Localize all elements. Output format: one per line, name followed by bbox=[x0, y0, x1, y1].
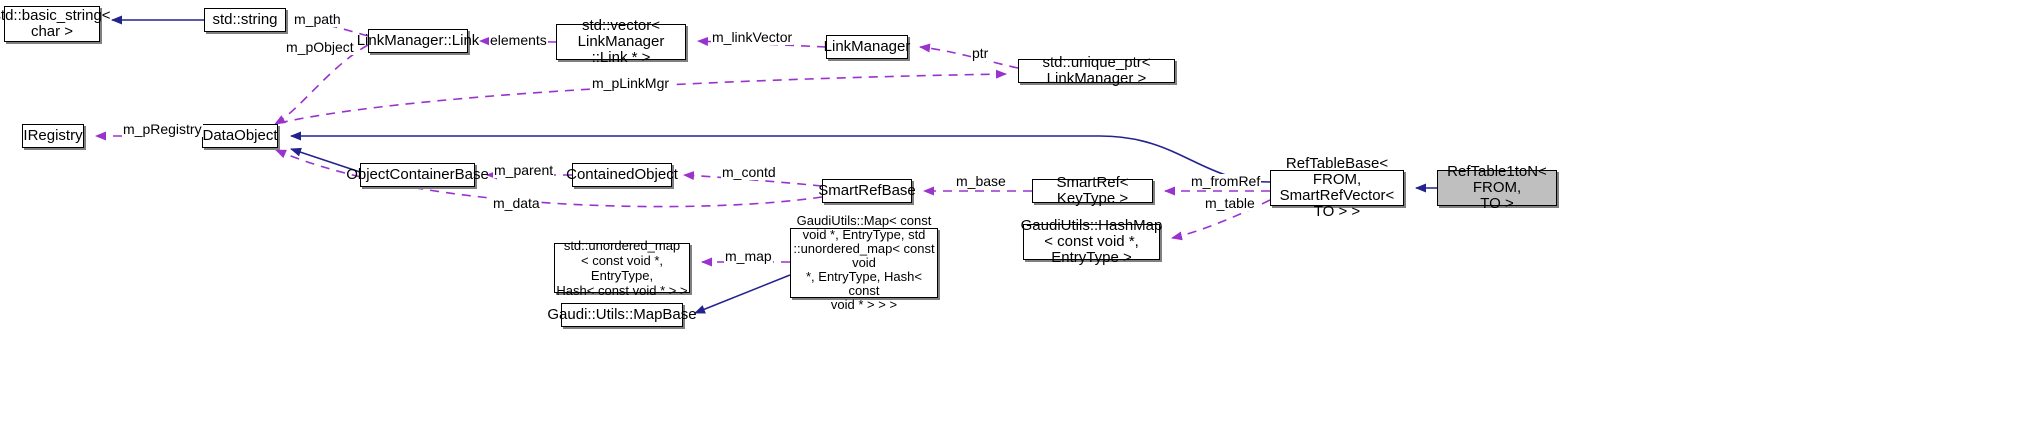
edge-label-m-plinkmgr: m_pLinkMgr bbox=[591, 75, 671, 91]
edge-link-m-pobject-dataobject bbox=[274, 44, 369, 125]
node-std-vector-linkmanager-link[interactable]: std::vector< LinkManager ::Link * > bbox=[556, 18, 686, 66]
node-containedobject[interactable]: ContainedObject bbox=[566, 163, 678, 187]
edge-label-m-pregistry: m_pRegistry bbox=[122, 121, 203, 137]
edge-uniqueptr-ptr-linkmanager bbox=[919, 43, 1019, 69]
node-objectcontainerbase[interactable]: ObjectContainerBase bbox=[346, 163, 489, 187]
edge-label-m-linkvector: m_linkVector bbox=[711, 29, 794, 45]
edge-gaudimap-to-mapbase bbox=[694, 274, 791, 314]
node-reftablebase[interactable]: RefTableBase< FROM, SmartRefVector< TO >… bbox=[1270, 156, 1404, 220]
node-smartref-keytype[interactable]: SmartRef< KeyType > bbox=[1032, 175, 1153, 207]
node-reftable1ton[interactable]: RefTable1toN< FROM, TO > bbox=[1437, 164, 1557, 212]
node-std-basic-string[interactable]: std::basic_string< char > bbox=[0, 6, 111, 42]
edge-label-m-pobject: m_pObject bbox=[285, 39, 355, 55]
node-std-unique-ptr-linkmanager[interactable]: std::unique_ptr< LinkManager > bbox=[1018, 55, 1175, 87]
node-dataobject[interactable]: DataObject bbox=[202, 124, 278, 148]
edge-label-m-table: m_table bbox=[1204, 195, 1256, 211]
edge-label-m-data: m_data bbox=[492, 195, 541, 211]
edge-label-m-base: m_base bbox=[955, 173, 1007, 189]
node-smartrefbase[interactable]: SmartRefBase bbox=[818, 179, 916, 203]
node-gaudi-utils-mapbase[interactable]: Gaudi::Utils::MapBase bbox=[547, 303, 697, 327]
edge-label-m-fromref: m_fromRef bbox=[1190, 173, 1262, 189]
node-linkmanager-link[interactable]: LinkManager::Link bbox=[357, 29, 479, 53]
node-std-unordered-map[interactable]: std::unordered_map < const void *, Entry… bbox=[554, 238, 690, 298]
edge-label-elements: elements bbox=[489, 32, 548, 48]
edge-label-m-contd: m_contd bbox=[721, 164, 777, 180]
edge-label-m-parent: m_parent bbox=[493, 162, 555, 178]
edge-label-m-map: m_map bbox=[724, 248, 773, 264]
edge-label-m-path: m_path bbox=[293, 11, 342, 27]
node-gaudiutils-hashmap[interactable]: GaudiUtils::HashMap < const void *, Entr… bbox=[1020, 217, 1163, 266]
node-linkmanager[interactable]: LinkManager bbox=[824, 35, 910, 59]
node-gaudiutils-map[interactable]: GaudiUtils::Map< const void *, EntryType… bbox=[790, 214, 938, 312]
edge-label-ptr: ptr bbox=[971, 45, 990, 61]
node-std-string[interactable]: std::string bbox=[204, 8, 286, 32]
node-iregistry[interactable]: IRegistry bbox=[22, 124, 84, 148]
